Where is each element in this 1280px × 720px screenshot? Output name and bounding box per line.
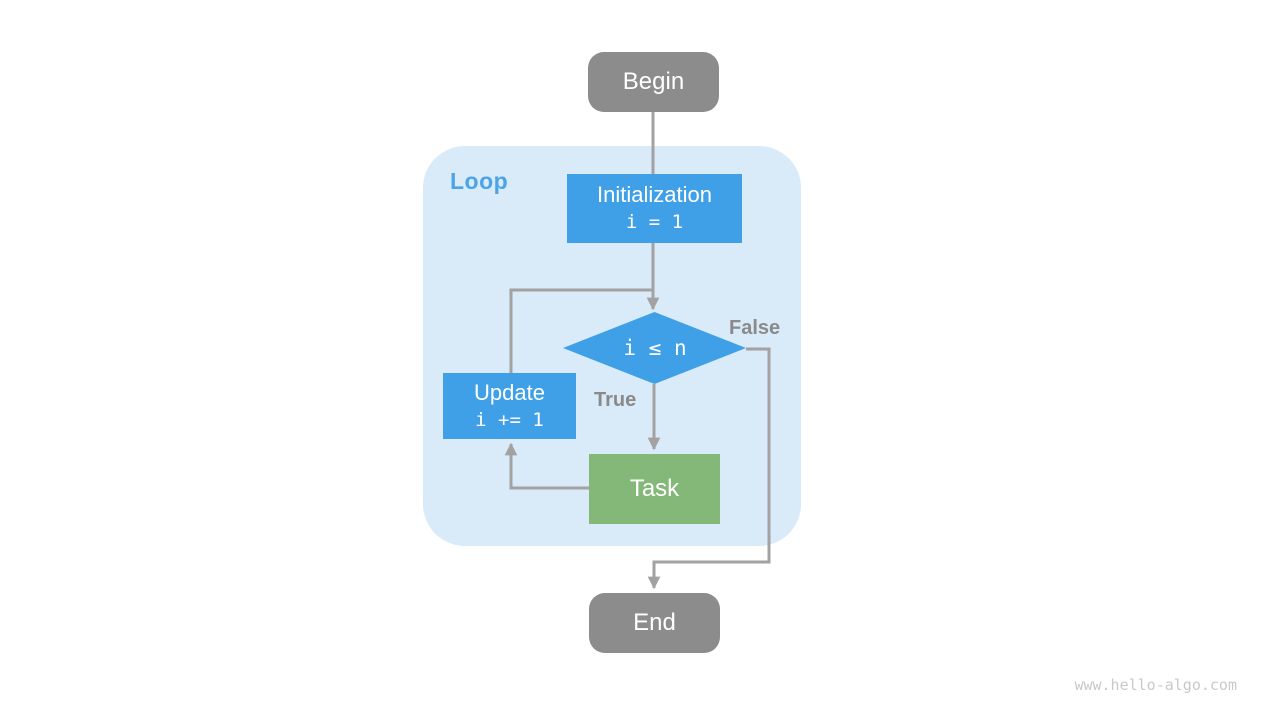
node-initialization-label: Initialization [597,182,712,207]
node-initialization: Initialization i = 1 [567,174,742,243]
loop-group-label: Loop [450,168,509,194]
node-begin: Begin [588,52,719,112]
node-end: End [589,593,720,653]
node-begin-label: Begin [622,68,685,95]
edge-task-to-update [504,442,589,490]
node-update-code: i += 1 [475,408,544,431]
edge-condition-false-to-end [647,347,771,590]
node-update: Update i += 1 [443,373,576,439]
node-condition-code: i ≤ n [623,336,687,360]
node-initialization-code: i = 1 [625,211,684,233]
node-end-label: End [633,609,676,636]
node-task-label: Task [629,475,680,502]
condition-diamond-shape [563,312,746,384]
node-task: Task [589,454,720,524]
node-condition: i ≤ n [563,312,747,384]
edge-update-to-condition [509,288,653,373]
node-update-label: Update [474,379,545,405]
watermark-text: www.hello-algo.com [1074,676,1237,694]
edge-label-false: False [729,317,781,339]
edge-label-true: True [594,389,637,411]
